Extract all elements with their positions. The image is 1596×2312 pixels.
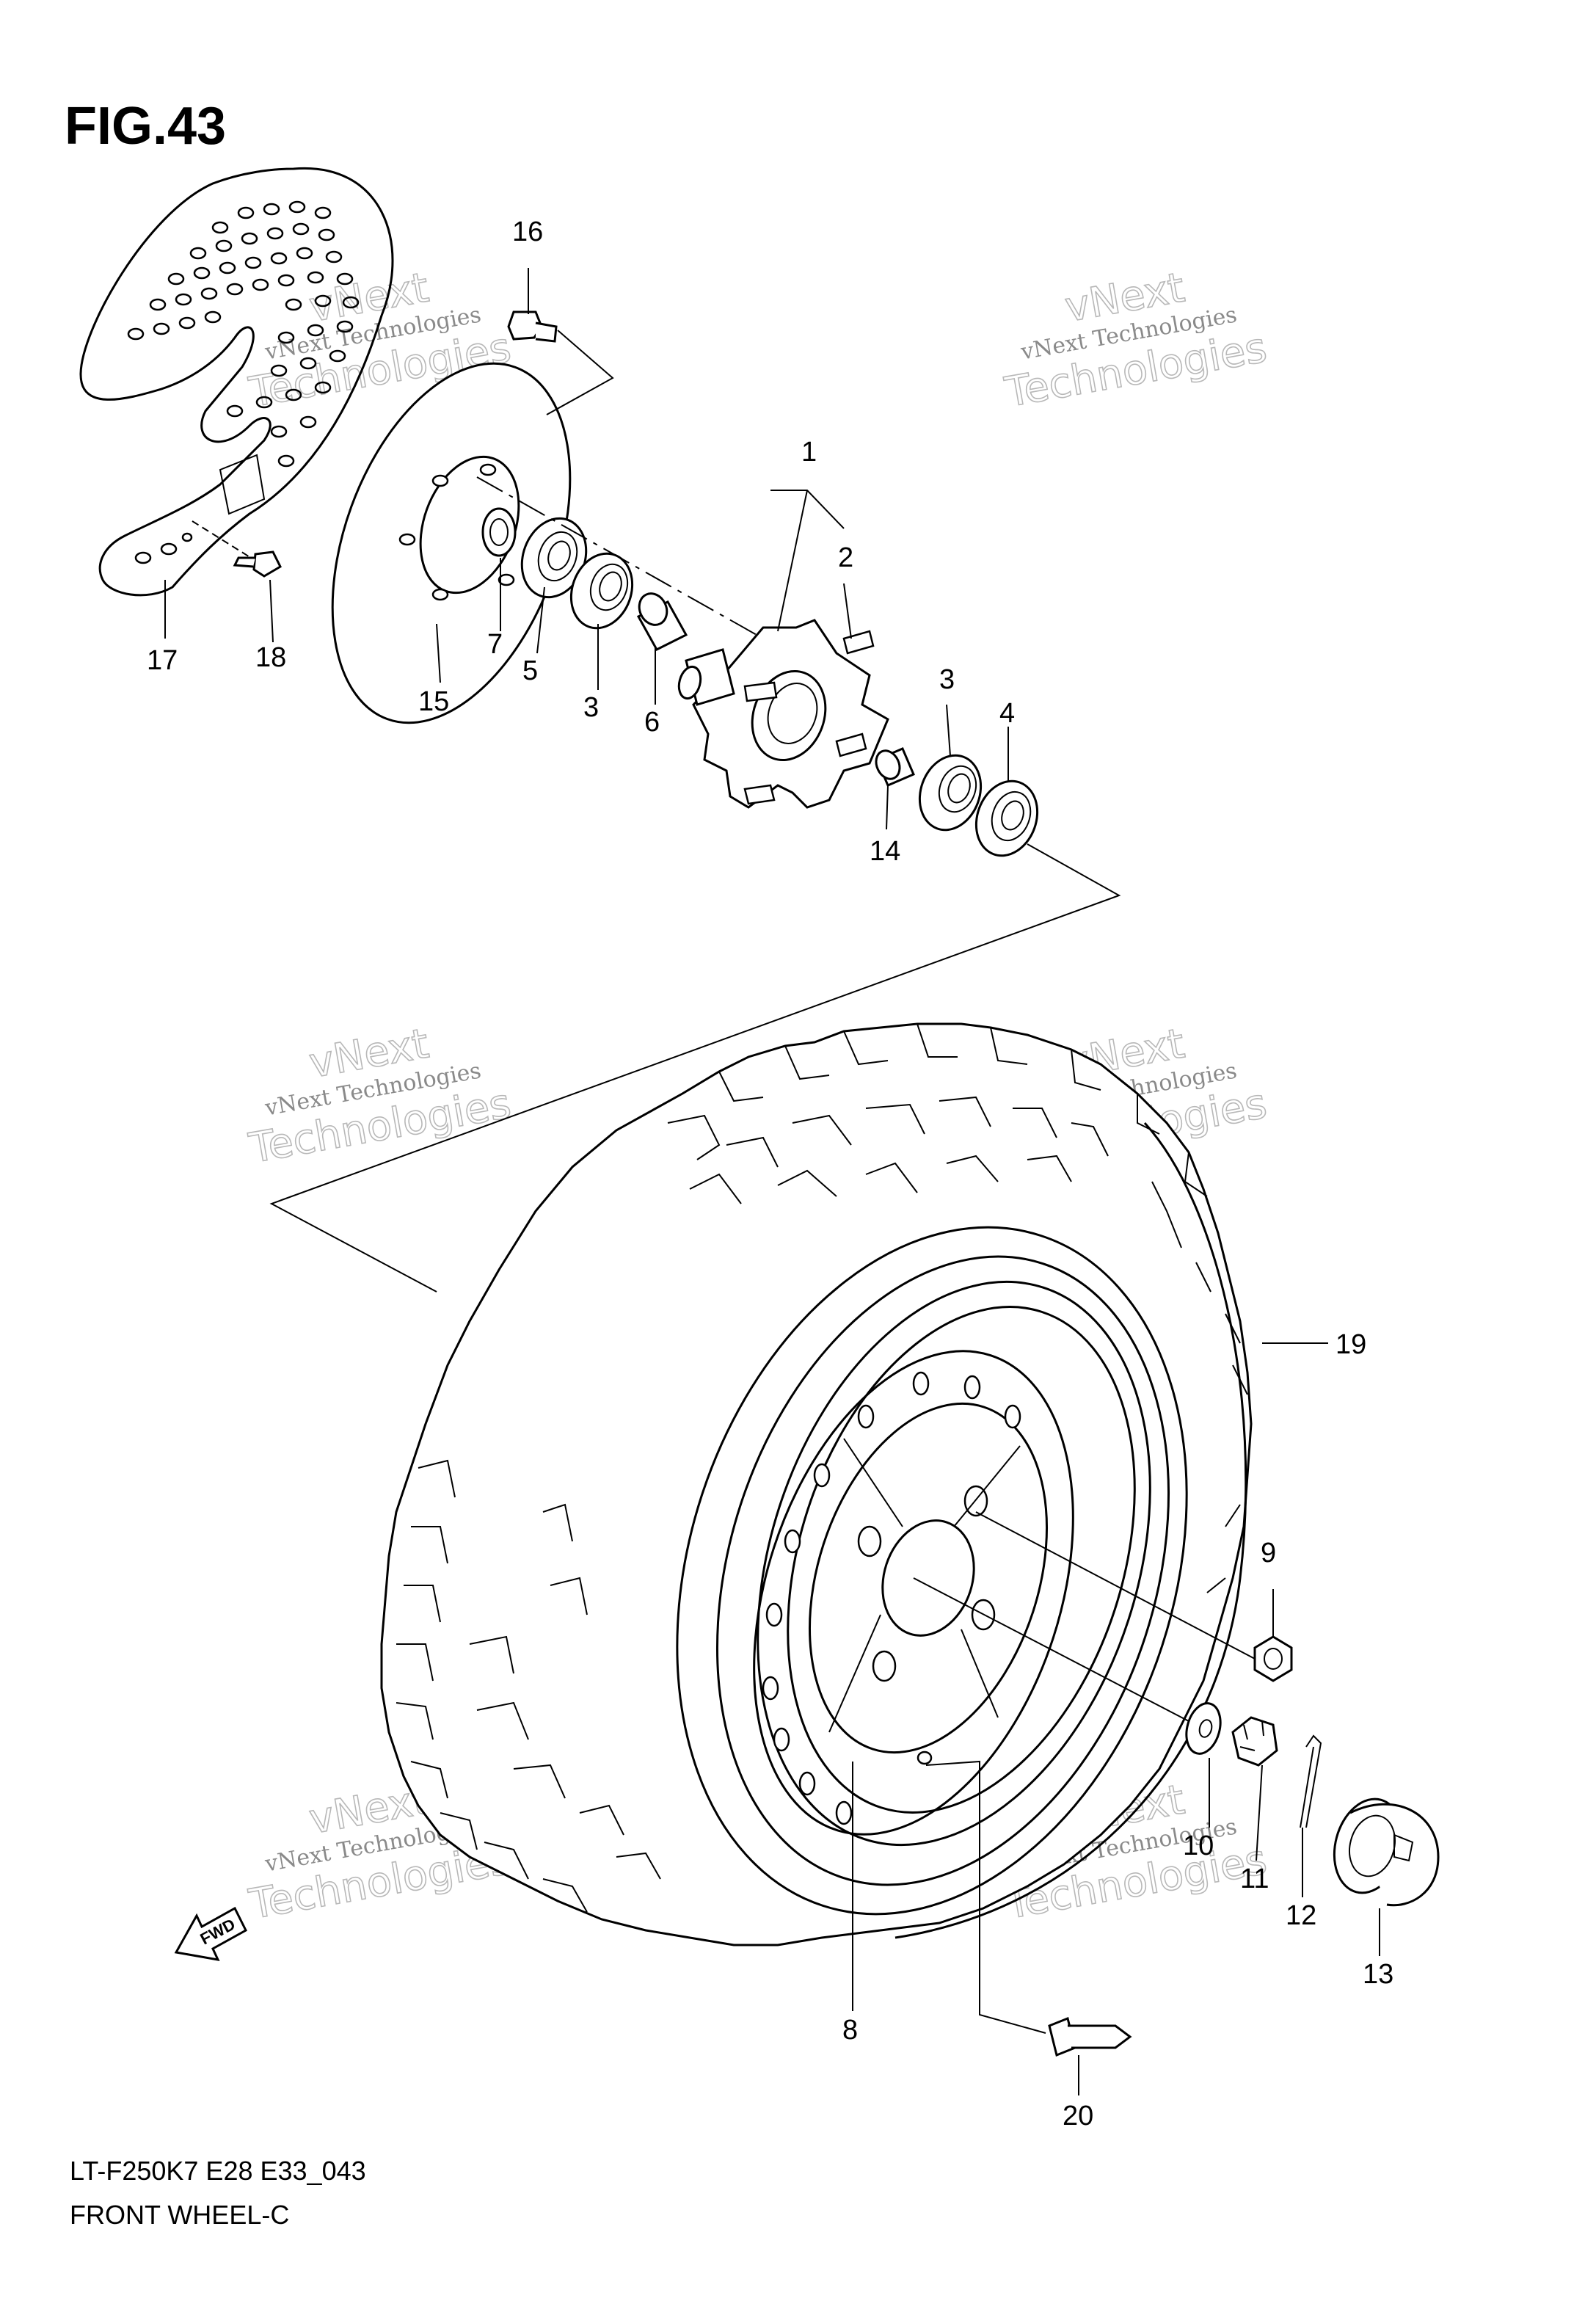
- callout-labels: 1 2 3 3 4 5 6 7 8 9 10 11 12 13 14 15 16…: [147, 217, 1393, 2131]
- callout-6: 6: [644, 707, 660, 738]
- watermark-mid-left: vNext vNext Technologies Technologies: [245, 1019, 515, 1174]
- callout-17: 17: [147, 645, 178, 676]
- rim-part-8: [676, 1226, 1188, 1916]
- castle-nut-part-11: [1231, 1716, 1278, 1767]
- callout-10: 10: [1183, 1831, 1214, 1861]
- bolt-part-16: [507, 310, 614, 415]
- callout-2: 2: [838, 542, 853, 573]
- spacer-part-6: [636, 592, 688, 651]
- callout-1: 1: [801, 437, 817, 468]
- callout-7: 7: [487, 629, 503, 660]
- callout-11: 11: [1240, 1864, 1269, 1894]
- callout-20: 20: [1063, 2101, 1093, 2131]
- figure-name: FRONT WHEEL-C: [70, 2200, 289, 2230]
- callout-14: 14: [870, 836, 900, 867]
- bearing-part-3-lower: [918, 754, 983, 832]
- figure-code: LT-F250K7 E28 E33_043: [70, 2156, 366, 2186]
- callout-4: 4: [999, 698, 1015, 729]
- leader-part-1-hub: [777, 490, 808, 632]
- bolt-part-18: [192, 520, 282, 578]
- hub-cap-part-13: [1333, 1797, 1440, 1907]
- callout-8: 8: [842, 2015, 858, 2046]
- watermark-top-right: vNext vNext Technologies Technologies: [1001, 263, 1271, 418]
- spacer-part-14: [875, 747, 915, 787]
- assembly-connector-line: [269, 843, 1121, 1293]
- callout-16: 16: [512, 217, 543, 247]
- callout-15: 15: [418, 686, 449, 717]
- leader-part-1: [770, 490, 845, 529]
- cotter-pin-part-12: [1300, 1734, 1322, 1828]
- leader-part-2: [843, 583, 852, 639]
- callout-18: 18: [255, 642, 286, 673]
- callout-9: 9: [1261, 1538, 1276, 1568]
- figure-title: FIG.43: [65, 97, 226, 156]
- callout-19: 19: [1336, 1329, 1366, 1360]
- tire-valve-part-20: [925, 1760, 1132, 2057]
- leader-lines: [164, 268, 1380, 2095]
- oil-seal-part-4: [974, 779, 1039, 857]
- collar-part-7: [481, 507, 517, 557]
- callout-3b: 3: [583, 692, 599, 723]
- callout-3a: 3: [939, 664, 955, 695]
- callout-12: 12: [1286, 1900, 1316, 1931]
- forward-direction-arrow: FWD: [174, 1906, 247, 1961]
- callout-13: 13: [1363, 1959, 1393, 1990]
- washer-part-10: [913, 1577, 1222, 1755]
- disc-guard-part-17: [79, 167, 394, 597]
- wheel-hub-part-1: [677, 619, 889, 809]
- axis-line-upper: [476, 476, 764, 639]
- brake-disc-part-15: [331, 362, 572, 724]
- callout-5: 5: [522, 655, 538, 686]
